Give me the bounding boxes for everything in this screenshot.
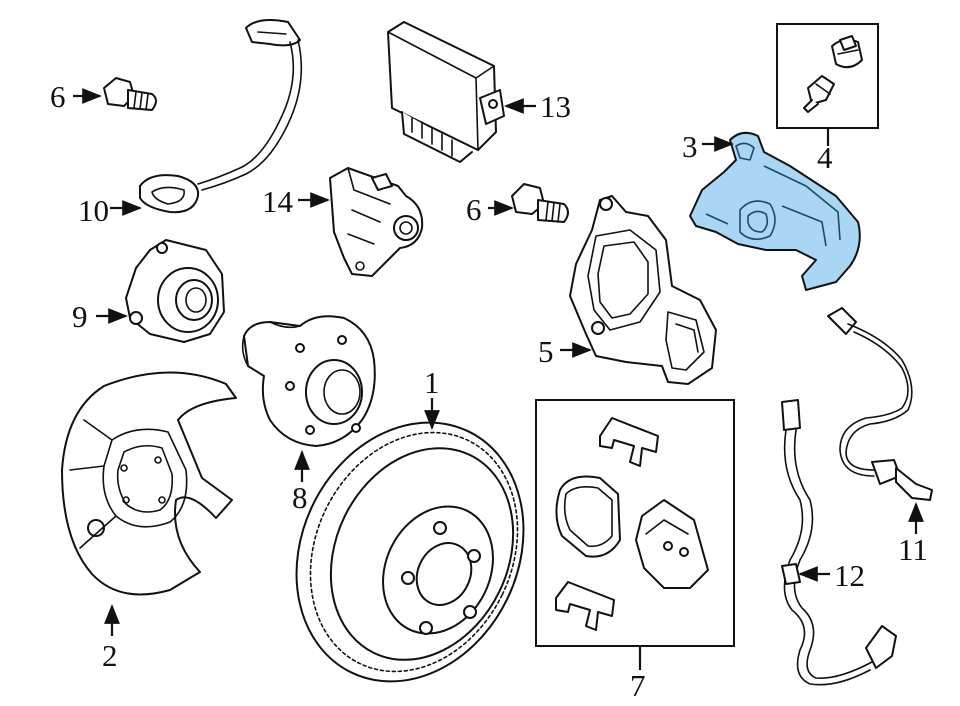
abs-sensor-part-12[interactable]	[781, 399, 897, 686]
callout-6-left: 6	[50, 79, 102, 114]
brake-pad-kit-part-7[interactable]	[535, 399, 735, 647]
callout-9: 9	[72, 299, 128, 334]
callout-label: 13	[540, 89, 571, 124]
bolt-part-6-middle[interactable]	[511, 183, 569, 223]
callout-1: 1	[424, 365, 440, 430]
callout-label: 10	[78, 193, 109, 228]
callout-2: 2	[102, 604, 120, 673]
callout-3: 3	[682, 129, 734, 164]
callout-label: 4	[817, 140, 833, 175]
callout-14: 14	[262, 184, 330, 219]
callout-label: 6	[466, 192, 482, 227]
bolt-part-6-left[interactable]	[103, 77, 157, 111]
callout-label: 3	[682, 129, 698, 164]
wheel-hub-part-8[interactable]	[241, 315, 376, 447]
callout-5: 5	[538, 334, 592, 369]
wheel-bearing-part-9[interactable]	[125, 239, 225, 343]
callout-label: 11	[898, 532, 928, 567]
callout-10: 10	[78, 193, 142, 228]
caliper-bracket-part-5[interactable]	[569, 195, 717, 385]
wear-sensor-part-10[interactable]	[139, 19, 303, 214]
callout-13: 13	[504, 89, 571, 124]
callout-12: 12	[798, 558, 865, 593]
control-module-part-13[interactable]	[387, 21, 505, 163]
brake-hose-part-11[interactable]	[827, 307, 933, 501]
guide-pin-kit-part-4[interactable]	[776, 23, 879, 129]
callout-label: 12	[834, 558, 865, 593]
callout-label: 2	[102, 638, 118, 673]
brake-rotor-part-1[interactable]	[254, 384, 566, 706]
callout-label: 8	[292, 480, 308, 515]
brake-caliper-part-3-highlighted[interactable]	[689, 131, 861, 291]
dust-shield-part-2[interactable]	[61, 371, 237, 596]
callout-label: 14	[262, 184, 294, 219]
bracket-part-14[interactable]	[329, 167, 424, 277]
callout-11: 11	[898, 502, 928, 567]
callout-label: 9	[72, 299, 88, 334]
callout-8: 8	[292, 450, 310, 515]
part-7-box	[535, 399, 735, 647]
callout-6-middle: 6	[466, 192, 514, 227]
part-4-box	[776, 23, 879, 129]
callout-4: 4	[817, 129, 833, 175]
callout-label: 1	[424, 365, 440, 400]
callout-label: 7	[630, 668, 646, 703]
callout-7: 7	[630, 646, 646, 703]
callout-label: 5	[538, 334, 554, 369]
callout-label: 6	[50, 79, 66, 114]
